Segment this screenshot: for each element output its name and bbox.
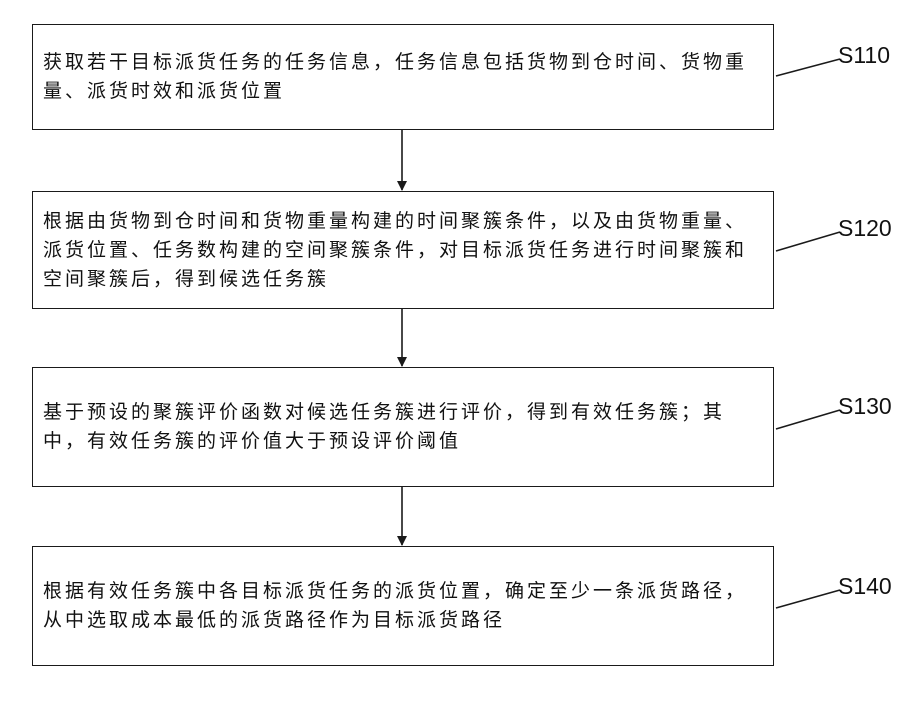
- leader-s110: [776, 59, 840, 76]
- leader-s130: [776, 410, 840, 429]
- step-label-s130: S130: [838, 393, 892, 420]
- step-box-s130: 基于预设的聚簇评价函数对候选任务簇进行评价，得到有效任务簇；其中，有效任务簇的评…: [32, 367, 774, 487]
- step-box-s110: 获取若干目标派货任务的任务信息，任务信息包括货物到仓时间、货物重量、派货时效和派…: [32, 24, 774, 130]
- step-text: 根据由货物到仓时间和货物重量构建的时间聚簇条件，以及由货物重量、派货位置、任务数…: [43, 207, 761, 294]
- leader-s120: [776, 232, 840, 251]
- step-text: 基于预设的聚簇评价函数对候选任务簇进行评价，得到有效任务簇；其中，有效任务簇的评…: [43, 398, 761, 456]
- step-box-s140: 根据有效任务簇中各目标派货任务的派货位置，确定至少一条派货路径，从中选取成本最低…: [32, 546, 774, 666]
- step-text: 根据有效任务簇中各目标派货任务的派货位置，确定至少一条派货路径，从中选取成本最低…: [43, 577, 761, 635]
- step-label-s120: S120: [838, 215, 892, 242]
- step-label-s110: S110: [838, 42, 890, 69]
- step-label-s140: S140: [838, 573, 892, 600]
- step-text: 获取若干目标派货任务的任务信息，任务信息包括货物到仓时间、货物重量、派货时效和派…: [43, 48, 761, 106]
- leader-s140: [776, 590, 840, 608]
- step-box-s120: 根据由货物到仓时间和货物重量构建的时间聚簇条件，以及由货物重量、派货位置、任务数…: [32, 191, 774, 309]
